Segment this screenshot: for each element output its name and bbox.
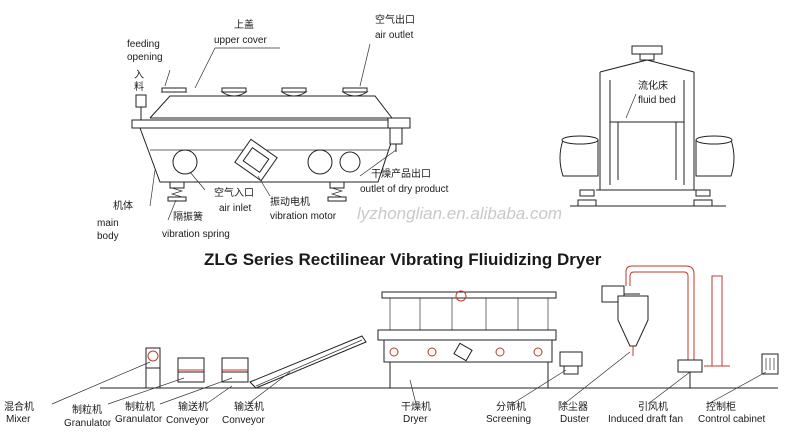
vibration-springs bbox=[167, 181, 347, 202]
main-body-en-2: body bbox=[97, 231, 119, 242]
dry-product-en: outlet of dry product bbox=[360, 184, 449, 195]
screening-en: Screening bbox=[486, 414, 531, 425]
control-cabinet bbox=[761, 353, 779, 375]
exhaust-stack bbox=[704, 275, 730, 367]
vibration-spring-en: vibration spring bbox=[162, 229, 230, 240]
mixer-cn: 混合机 bbox=[4, 400, 34, 413]
duster bbox=[601, 285, 649, 356]
upper-cover-cn: 上盖 bbox=[234, 18, 254, 31]
feeding-opening-label-1: feeding bbox=[127, 39, 160, 50]
conveyor2-cn: 输送机 bbox=[234, 400, 264, 413]
conveyor1-en: Conveyor bbox=[166, 415, 209, 426]
conveyor1-cn: 输送机 bbox=[178, 400, 208, 413]
fan-en: Induced draft fan bbox=[608, 414, 683, 425]
duster-cn: 除尘器 bbox=[558, 400, 588, 413]
granulator-1 bbox=[177, 357, 205, 383]
fluid-bed-en: fluid bed bbox=[638, 95, 676, 106]
feeding-opening-cn-2: 料 bbox=[134, 80, 144, 93]
feeding-opening-label-2: opening bbox=[127, 52, 163, 63]
dryer-en: Dryer bbox=[403, 414, 428, 425]
duster-en: Duster bbox=[560, 414, 590, 425]
air-outlet-en: air outlet bbox=[375, 30, 414, 41]
inclined-conveyor bbox=[249, 335, 367, 389]
granulator2-cn: 制粒机 bbox=[125, 400, 155, 413]
main-body-cn: 机体 bbox=[113, 199, 133, 212]
vibration-spring-cn: 隔振簧 bbox=[173, 210, 203, 223]
mixer-en: Mixer bbox=[6, 414, 31, 425]
air-inlet-en: air inlet bbox=[219, 203, 251, 214]
diagram-title: ZLG Series Rectilinear Vibrating Fliuidi… bbox=[204, 250, 602, 269]
induced-draft-fan bbox=[625, 265, 703, 388]
screening-cn: 分筛机 bbox=[496, 400, 526, 413]
granulator1-en: Granulator bbox=[64, 418, 112, 429]
air-inlet-cn: 空气入口 bbox=[214, 186, 254, 199]
air-outlet-cn: 空气出口 bbox=[375, 13, 415, 26]
mixer bbox=[145, 347, 161, 389]
fan-cn: 引风机 bbox=[638, 400, 668, 413]
upper-cover-en: upper cover bbox=[214, 35, 267, 46]
vibration-motor-cn: 振动电机 bbox=[270, 195, 310, 208]
dryer-elevation bbox=[131, 87, 411, 202]
fluid-bed-cn: 流化床 bbox=[638, 79, 668, 92]
dryer-cn: 干燥机 bbox=[401, 400, 431, 413]
cabinet-en: Control cabinet bbox=[698, 414, 765, 425]
dry-product-cn: 干燥产品出口 bbox=[371, 167, 431, 180]
granulator2-en: Granulator bbox=[115, 414, 163, 425]
production-line: 混合机 Mixer 制粒机 Granulator 制粒机 Granulator … bbox=[4, 265, 779, 429]
leader-lines-bottom bbox=[51, 351, 767, 405]
fluid-bed-leader bbox=[625, 93, 637, 119]
vibration-motor-en: vibration motor bbox=[270, 211, 337, 222]
vibration-motor bbox=[234, 138, 278, 182]
watermark: lyzhonglian.en.alibaba.com bbox=[357, 204, 562, 223]
conveyor2-en: Conveyor bbox=[222, 415, 265, 426]
feeding-opening-cn-1: 入 bbox=[134, 70, 144, 81]
granulator1-cn: 制粒机 bbox=[72, 403, 102, 416]
leader-lines-top bbox=[149, 43, 397, 221]
line-dryer bbox=[377, 290, 557, 388]
cabinet-cn: 控制柜 bbox=[706, 400, 736, 413]
granulator-2 bbox=[221, 357, 249, 383]
screening bbox=[559, 351, 583, 375]
main-body-en-1: main bbox=[97, 218, 119, 229]
fluid-bed-section bbox=[559, 45, 735, 207]
